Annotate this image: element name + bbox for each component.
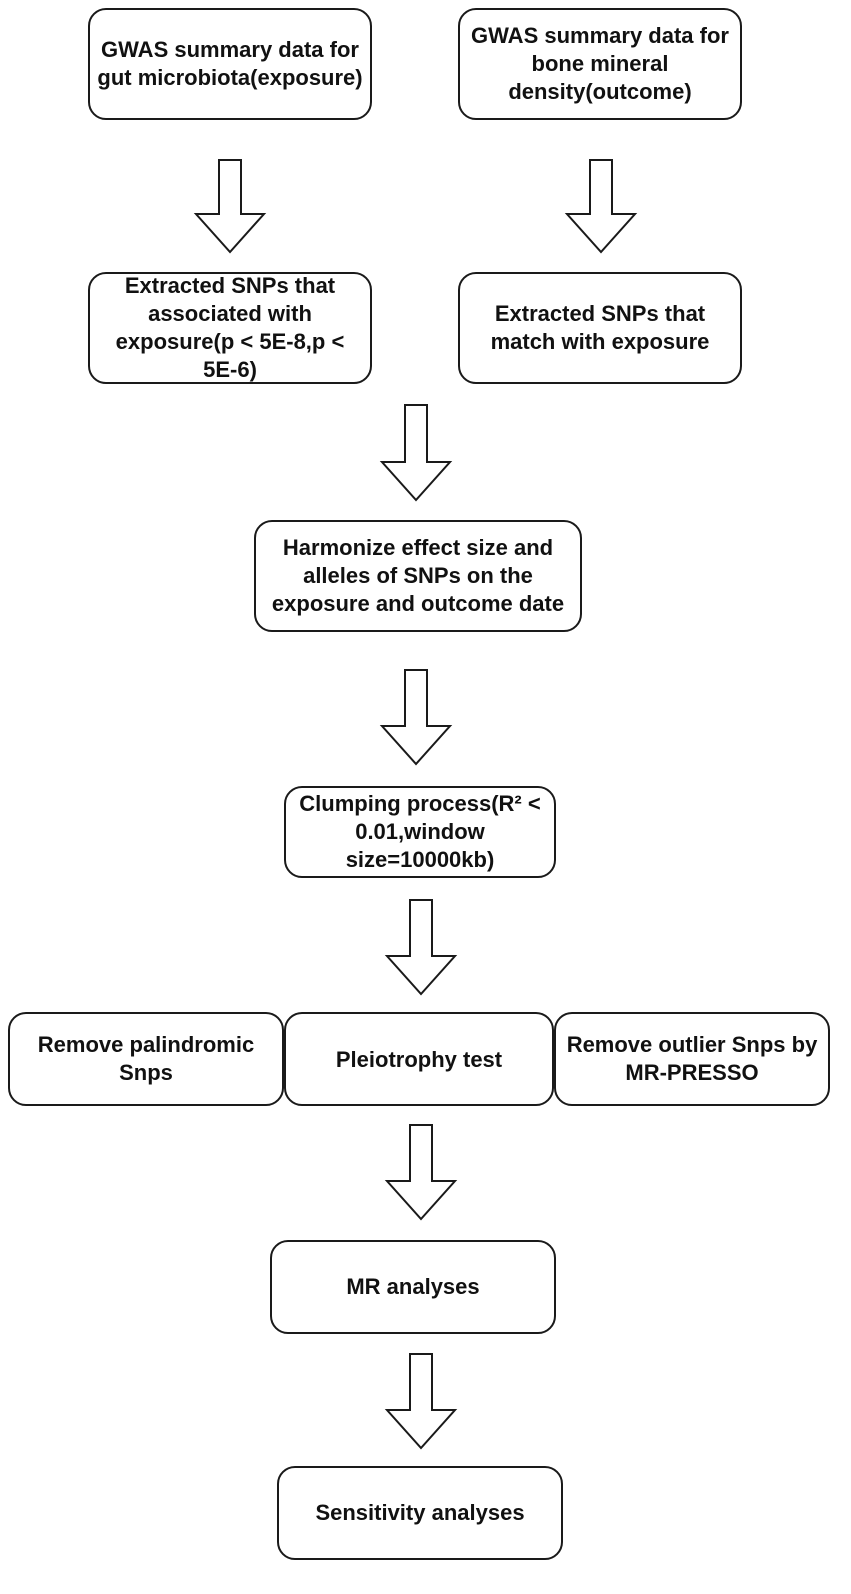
harmonize-label: Harmonize effect size and alleles of SNP…: [271, 535, 565, 616]
arrow-mr-to-sensitivity: [384, 1353, 458, 1450]
harmonize-box: Harmonize effect size and alleles of SNP…: [254, 520, 582, 632]
arrow-outcome-to-extract: [564, 159, 638, 254]
pleiotrophy-box: Pleiotrophy test: [284, 1012, 554, 1106]
sensitivity-box: Sensitivity analyses: [277, 1466, 563, 1560]
arrow-extract-to-harmonize: [379, 404, 453, 502]
mr-analyses-box: MR analyses: [270, 1240, 556, 1334]
remove-palindromic-box: Remove palindromic Snps: [8, 1012, 284, 1106]
remove-outlier-label: Remove outlier Snps by MR-PRESSO: [566, 1032, 818, 1085]
clumping-label: Clumping process(R² < 0.01,window size=1…: [299, 791, 541, 872]
remove-palindromic-label: Remove palindromic Snps: [37, 1032, 255, 1085]
sensitivity-label: Sensitivity analyses: [315, 1500, 525, 1525]
arrow-clumping-to-filters: [384, 899, 458, 996]
extract-exposure-label: Extracted SNPs that associated with expo…: [115, 273, 345, 382]
arrow-exposure-to-extract: [193, 159, 267, 254]
pleiotrophy-label: Pleiotrophy test: [335, 1047, 503, 1072]
extract-exposure-box: Extracted SNPs that associated with expo…: [88, 272, 372, 384]
arrow-filters-to-mr: [384, 1124, 458, 1221]
arrow-harmonize-to-clumping: [379, 669, 453, 766]
remove-outlier-box: Remove outlier Snps by MR-PRESSO: [554, 1012, 830, 1106]
outcome-data-label: GWAS summary data for bone mineral densi…: [471, 23, 729, 104]
extract-outcome-box: Extracted SNPs that match with exposure: [458, 272, 742, 384]
clumping-box: Clumping process(R² < 0.01,window size=1…: [284, 786, 556, 878]
extract-outcome-label: Extracted SNPs that match with exposure: [490, 301, 710, 354]
exposure-data-box: GWAS summary data for gut microbiota(exp…: [88, 8, 372, 120]
exposure-data-label: GWAS summary data for gut microbiota(exp…: [97, 37, 363, 90]
outcome-data-box: GWAS summary data for bone mineral densi…: [458, 8, 742, 120]
mr-analyses-label: MR analyses: [346, 1274, 480, 1299]
